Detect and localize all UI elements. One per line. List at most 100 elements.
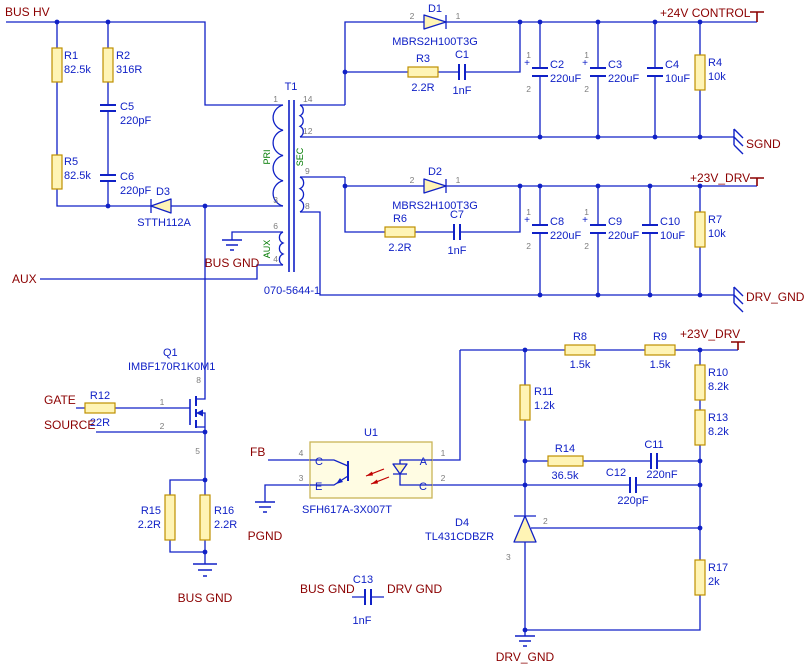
c3-ref: C3	[608, 59, 622, 71]
r6-ref: R6	[393, 213, 407, 225]
net-label-bus-hv: BUS HV	[5, 5, 50, 19]
transformer-T1: T1 070-5644-1 PRI SEC AUX 1 3 6 4 14 12 …	[262, 81, 320, 297]
c13-value: 1nF	[353, 615, 372, 627]
c2-plus: +	[524, 58, 530, 69]
t1-pin-6: 6	[273, 221, 278, 231]
c7-ref: C7	[450, 209, 464, 221]
q1-pin-gate: 1	[160, 397, 165, 407]
c9-ref: C9	[608, 216, 622, 228]
d2-ref: D2	[428, 166, 442, 178]
q1-part: IMBF170R1K0M1	[128, 361, 215, 373]
t1-pin-14: 14	[303, 94, 313, 104]
r1-ref: R1	[64, 50, 78, 62]
t1-ref: T1	[285, 81, 298, 93]
output-24v-wires	[344, 21, 757, 137]
d1-pin-cathode: 1	[456, 11, 461, 21]
p23v-top-power-bar	[750, 177, 764, 186]
resistor-R13: R13 8.2k	[694, 409, 729, 446]
drv-gnd-symbol-bottom	[515, 635, 535, 647]
wires	[6, 21, 757, 636]
resistor-R1: R1 82.5k	[51, 47, 91, 83]
net-labels: BUS HV AUX GATE SOURCE FB +24V CONTROL S…	[5, 5, 805, 664]
c4-ref: C4	[665, 59, 679, 71]
r2-value: 316R	[116, 64, 142, 76]
c8-ref: C8	[550, 216, 564, 228]
r13-ref: R13	[708, 412, 728, 424]
t1-pin-8: 8	[305, 201, 310, 211]
resistor-R2: R2 316R	[102, 47, 142, 83]
c1-ref: C1	[455, 49, 469, 61]
c9-plus: +	[582, 215, 588, 226]
c9-pin-2: 2	[584, 241, 589, 251]
r11-ref: R11	[534, 386, 553, 398]
secondary-winding-upper	[298, 104, 304, 138]
p23v-fb-power-bar	[731, 341, 745, 350]
transformer-core	[288, 100, 295, 272]
u1-terminal-e-left: E	[315, 481, 322, 493]
r14-ref: R14	[555, 443, 575, 455]
r17-ref: R17	[708, 562, 728, 574]
u1-pin-2: 2	[441, 473, 446, 483]
c3-value: 220uF	[608, 73, 639, 85]
c11-ref: C11	[644, 439, 663, 451]
diode-D1: D1 MBRS2H100T3G 2 1	[392, 3, 478, 48]
r11-value: 1.2k	[534, 400, 555, 412]
c11-value: 220nF	[646, 469, 677, 481]
q1-pin-drain: 8	[196, 375, 201, 385]
capacitor-C2: + 1 2 C2 220uF	[524, 50, 581, 94]
r9-value: 1.5k	[650, 359, 671, 371]
mosfet-Q1: Q1 IMBF170R1K0M1 8 1 2 5	[128, 347, 215, 456]
d2-pin-cathode: 1	[456, 175, 461, 185]
c12-ref: C12	[606, 467, 626, 479]
t1-pin-3: 3	[273, 195, 278, 205]
net-label-23v-drv-fb: +23V_DRV	[680, 327, 740, 341]
capacitor-C8: + 1 2 C8 220uF	[524, 207, 581, 251]
p24v-power-bar	[750, 11, 764, 22]
net-label-drv-gnd-bottom: DRV_GND	[496, 650, 555, 664]
shunt-regulator-D4: D4 TL431CDBZR 2 3	[425, 515, 548, 562]
r13-value: 8.2k	[708, 426, 729, 438]
c8-value: 220uF	[550, 230, 581, 242]
c9-pin-1: 1	[584, 207, 589, 217]
capacitor-C1: C1 1nF	[453, 49, 472, 97]
resistor-R16: R16 2.2R	[199, 494, 237, 541]
resistor-R4: R4 10k	[694, 54, 726, 91]
net-label-bus-gnd-xfmr: BUS GND	[205, 256, 260, 270]
sgnd-chassis-symbol	[733, 128, 744, 155]
resistor-R15: R15 2.2R	[138, 494, 176, 541]
c7-value: 1nF	[448, 245, 467, 257]
diode-D3: D3 STTH112A	[137, 186, 191, 229]
bus-gnd-symbol-xfmr	[222, 239, 242, 251]
r5-value: 82.5k	[64, 170, 91, 182]
net-label-bus-gnd-fet: BUS GND	[178, 591, 233, 605]
resistor-R17: R17 2k	[694, 559, 728, 596]
drv-gnd-chassis-symbol	[733, 286, 744, 313]
d4-ref: D4	[455, 517, 469, 529]
r10-value: 8.2k	[708, 381, 729, 393]
r5-ref: R5	[64, 156, 78, 168]
r7-ref: R7	[708, 214, 722, 226]
ground-symbols	[193, 128, 744, 647]
d3-ref: D3	[156, 186, 170, 198]
r2-ref: R2	[116, 50, 130, 62]
u1-pin-4: 4	[299, 448, 304, 458]
d1-ref: D1	[428, 3, 442, 15]
t1-pin-1: 1	[273, 94, 278, 104]
d4-part: TL431CDBZR	[425, 531, 494, 543]
d1-pin-anode: 2	[410, 11, 415, 21]
resistor-R14: R14 36.5k	[547, 443, 584, 482]
c2-value: 220uF	[550, 73, 581, 85]
c12-value: 220pF	[617, 495, 648, 507]
d4-pin-top: 2	[543, 516, 548, 526]
r16-value: 2.2R	[214, 519, 237, 531]
c8-plus: +	[524, 215, 530, 226]
diode-D2: D2 MBRS2H100T3G 2 1	[392, 166, 478, 212]
d2-pin-anode: 2	[410, 175, 415, 185]
r14-value: 36.5k	[552, 470, 579, 482]
c3-pin-2: 2	[584, 84, 589, 94]
t1-pri-label: PRI	[262, 149, 272, 164]
r10-ref: R10	[708, 367, 728, 379]
r16-ref: R16	[214, 505, 234, 517]
r15-value: 2.2R	[138, 519, 161, 531]
feedback-wires	[460, 349, 738, 636]
